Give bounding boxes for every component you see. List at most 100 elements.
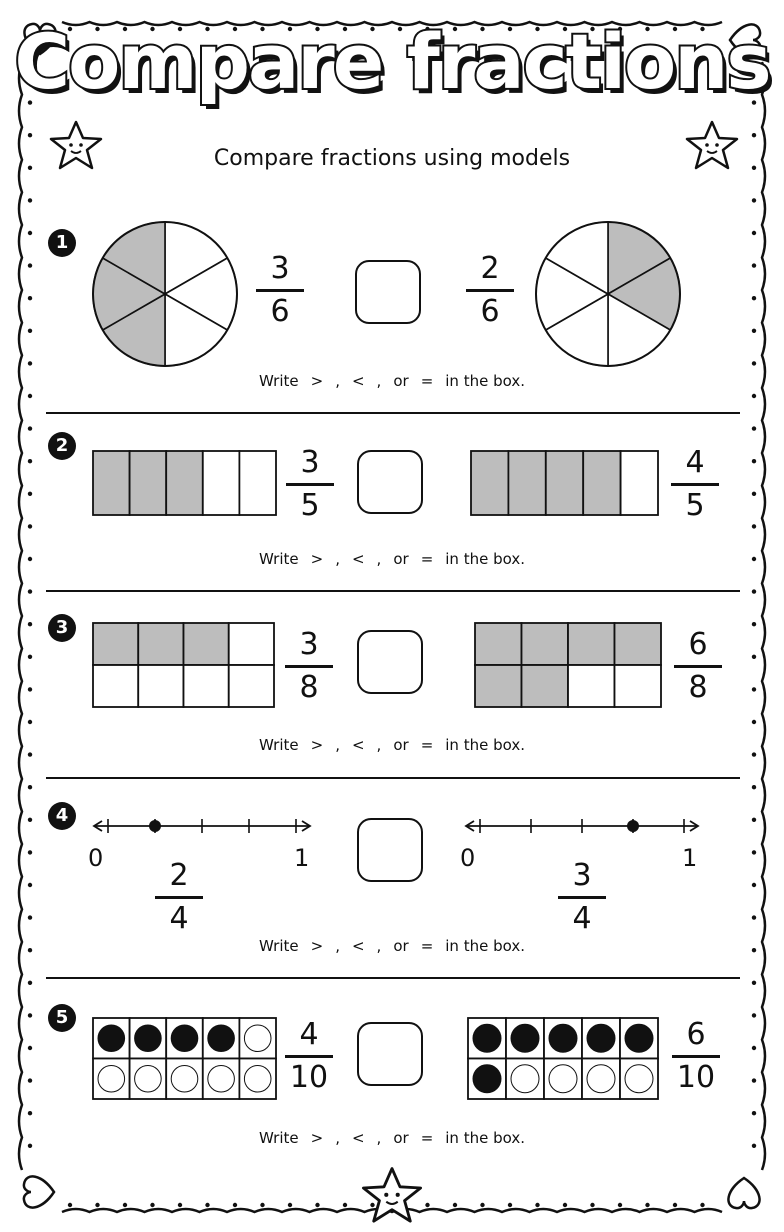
border-dot	[150, 26, 155, 32]
instruction-eq: =	[420, 736, 434, 754]
border-dot	[27, 296, 33, 301]
border-dot	[751, 882, 757, 888]
border-dot	[751, 948, 757, 953]
border-dot	[672, 1202, 678, 1208]
counter-filled	[472, 1064, 502, 1094]
border-dot	[27, 817, 33, 822]
number-line-point	[149, 820, 161, 832]
border-dot	[672, 26, 678, 32]
border-dot	[751, 524, 757, 529]
border-dot	[617, 26, 623, 32]
border-dot	[562, 26, 568, 32]
border-dot	[751, 1078, 757, 1083]
border-dot	[751, 589, 757, 594]
counter-empty	[134, 1064, 162, 1093]
border-dot	[27, 133, 33, 138]
fraction-numerator: 4	[685, 445, 705, 480]
fraction-bar	[671, 483, 719, 486]
counter-filled	[170, 1024, 199, 1053]
instruction-write: Write	[259, 1129, 299, 1147]
heart-shape	[22, 1175, 56, 1209]
instruction-comma1: ,	[335, 550, 340, 568]
border-dot	[232, 1202, 238, 1208]
border-dot	[27, 687, 33, 692]
border-dot	[751, 100, 757, 105]
border-dot	[700, 26, 705, 32]
border-dot	[535, 1202, 540, 1208]
counter-empty	[97, 1064, 126, 1093]
instruction-comma2: ,	[376, 1129, 382, 1147]
answer-box[interactable]	[357, 450, 423, 514]
border-dot	[27, 426, 33, 431]
instruction-gt: >	[310, 372, 324, 390]
border-dot	[27, 589, 33, 594]
border-dot	[751, 426, 757, 431]
instruction-lt: <	[351, 372, 365, 390]
instruction-comma2: ,	[376, 550, 382, 568]
border-dot	[397, 26, 403, 32]
counter-filled	[586, 1023, 616, 1053]
strip-cell	[201, 450, 241, 516]
border-scallop	[17, 61, 24, 1171]
border-dot	[751, 915, 757, 920]
border-dot	[27, 980, 33, 985]
answer-box[interactable]	[355, 260, 421, 324]
border-dot	[260, 1202, 265, 1208]
border-dot	[480, 26, 485, 32]
counter-empty	[170, 1064, 199, 1093]
border-dot	[95, 26, 100, 32]
border-dot	[122, 26, 128, 32]
fraction-numerator: 2	[169, 858, 189, 893]
strip-cell	[507, 450, 547, 516]
number-line	[464, 819, 700, 833]
border-dot	[751, 785, 757, 790]
fraction-bar	[672, 1055, 720, 1058]
fraction-bar	[285, 1055, 333, 1058]
arrow-right-icon	[301, 820, 312, 832]
ten-frame	[467, 1017, 659, 1100]
border-dot	[751, 459, 757, 464]
section-divider	[46, 590, 740, 592]
border-dot	[205, 26, 210, 32]
border-dot	[205, 1202, 210, 1208]
heart-shape	[727, 1176, 761, 1210]
counter-filled	[134, 1024, 162, 1053]
border-dot	[27, 915, 33, 920]
grid-cell	[474, 622, 523, 666]
instruction-lt: <	[351, 550, 365, 568]
instruction-or: or	[393, 550, 409, 568]
border-scallop	[760, 61, 767, 1171]
instruction-tail: in the box.	[445, 1129, 525, 1147]
border-dot	[27, 230, 33, 236]
counter-empty	[243, 1064, 272, 1093]
grid-cell	[567, 664, 616, 708]
instruction-gt: >	[310, 550, 324, 568]
border-dot	[751, 687, 757, 692]
answer-box[interactable]	[357, 630, 423, 694]
border-dot	[122, 1202, 128, 1208]
counter-empty	[243, 1024, 272, 1053]
section-divider	[46, 412, 740, 414]
border-dot	[27, 328, 33, 333]
heart-icon	[728, 23, 762, 57]
border-dot	[27, 752, 33, 757]
border-dot	[67, 26, 73, 32]
number-line-start: 0	[88, 844, 104, 872]
fraction-denominator: 5	[685, 488, 705, 523]
border-dot	[751, 165, 757, 170]
answer-box[interactable]	[357, 818, 423, 882]
border-dot	[751, 198, 757, 203]
border-dot	[617, 1202, 623, 1208]
number-line-start: 0	[460, 844, 476, 872]
grid-model	[474, 622, 662, 708]
instruction-write: Write	[259, 937, 299, 955]
grid-cell	[567, 622, 616, 666]
border-dot	[751, 980, 757, 985]
border-dot	[27, 1078, 33, 1083]
answer-box[interactable]	[357, 1022, 423, 1086]
star-icon	[685, 120, 739, 170]
